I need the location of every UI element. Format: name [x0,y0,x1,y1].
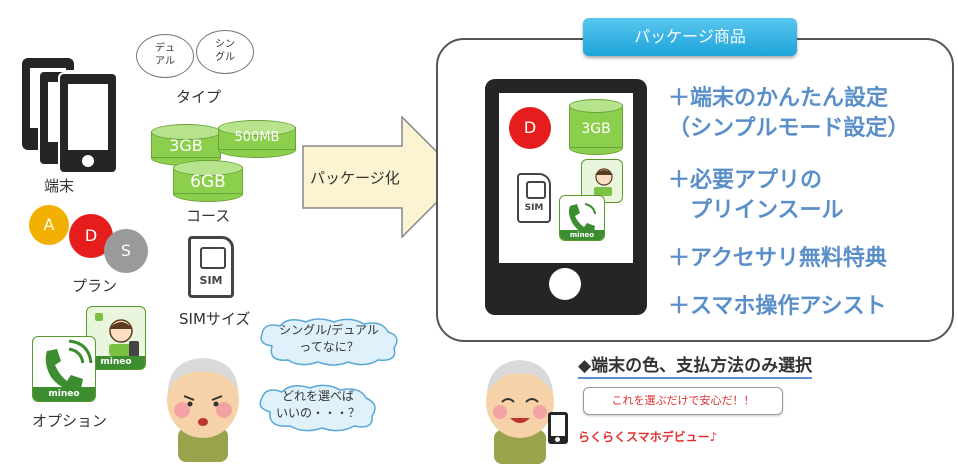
slogan: らくらくスマホデビュー♪ [578,430,718,444]
packaging-label: パッケージ化 [310,169,400,187]
option-label: オプション [32,412,108,430]
dual-bubble: デュ アル [136,34,194,78]
smartphone-illustration: D 3GB SIM mineo [485,79,647,315]
feature-accessory: ＋アクセサリ無料特典 [668,246,887,271]
screen-sim-icon: SIM [517,173,551,223]
screen-course-cylinder: 3GB [569,99,623,155]
thought-cloud-2 [259,384,376,432]
course-cylinder-6gb: 6GB [173,160,243,202]
feature-preinstall: ＋必要アプリの プリインスール [668,168,844,223]
support-app-icon: mineo [86,306,146,370]
happy-elder-illustration [486,360,554,464]
sim-size-label: SIMサイズ [179,310,251,328]
course-label: コース [186,207,231,225]
screen-plan-d-circle: D [509,107,551,149]
confused-elder-illustration [167,358,239,462]
single-bubble: シン グル [196,30,254,74]
small-phone-icon [548,412,568,444]
thought-text-2: どれを選べば いいの・・・？ [275,389,360,420]
plan-a-circle: A [29,205,69,245]
phone-icon [58,72,118,174]
course-cylinder-3gb: 3GB [151,124,221,166]
plan-label: プラン [72,277,118,295]
selection-note: ◆端末の色、支払方法のみ選択 [578,351,813,379]
course-cylinder-500mb: 500MB [218,120,296,158]
speech-bubble: これを選ぶだけで安心だ！！ [583,387,783,415]
package-title: パッケージ商品 [583,18,797,56]
feature-easy-setup: ＋端末のかんたん設定 （シンプルモード設定） [668,86,910,141]
screen-phone-app-icon: mineo [559,195,605,241]
type-label: タイプ [176,88,222,106]
plan-s-circle: S [104,229,148,273]
sim-card-icon: SIM [188,236,234,298]
feature-assist: ＋スマホ操作アシスト [668,294,887,319]
thought-text-1: シングル/デュアル ってなに？ [279,323,379,354]
home-button [549,268,581,300]
packaging-arrow [302,116,464,238]
phone-app-icon: mineo [32,336,96,402]
thought-cloud-1 [260,318,398,366]
terminal-label: 端末 [44,177,75,195]
